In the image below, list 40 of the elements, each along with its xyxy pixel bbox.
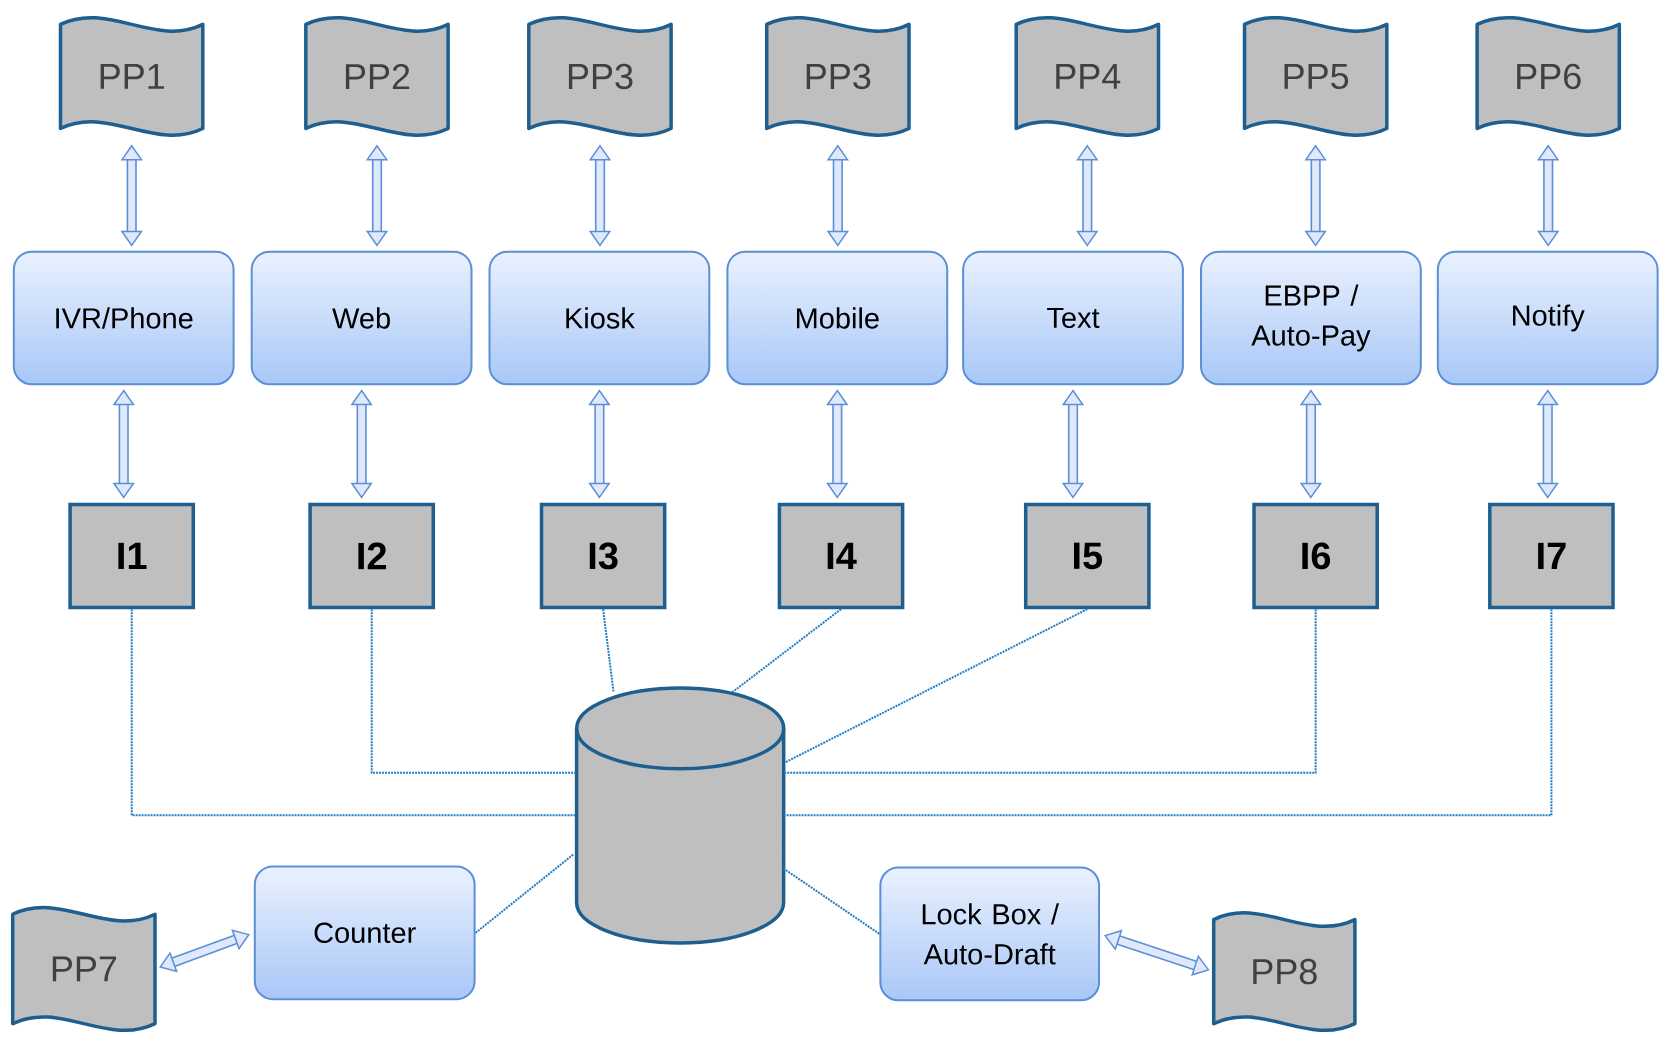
channel-box: IVR/Phone xyxy=(12,250,235,386)
double-arrow xyxy=(1304,144,1327,247)
interface-box: I7 xyxy=(1488,502,1615,610)
dotted-connector xyxy=(370,608,578,774)
double-arrow xyxy=(365,144,389,247)
interface-box: I5 xyxy=(1023,502,1151,610)
dotted-connector xyxy=(474,853,575,934)
channel-box: Notify xyxy=(1436,250,1659,386)
double-arrow xyxy=(112,389,135,499)
dotted-connector xyxy=(784,608,1089,764)
interface-box: I6 xyxy=(1252,502,1379,610)
double-arrow xyxy=(1537,144,1560,247)
dotted-connector xyxy=(130,608,578,817)
dotted-connector xyxy=(602,608,615,694)
dotted-connector xyxy=(782,608,1317,774)
double-arrow xyxy=(826,144,849,247)
double-arrow xyxy=(826,389,849,499)
channel-box: Text xyxy=(962,250,1184,386)
channel-box: Mobile xyxy=(726,250,949,386)
double-arrow xyxy=(1536,389,1559,499)
channel-box: Web xyxy=(250,250,473,386)
double-arrow xyxy=(1299,389,1323,499)
database-cylinder xyxy=(574,686,786,945)
double-arrow xyxy=(120,144,143,247)
channel-box: Counter xyxy=(253,865,476,1001)
double-arrow xyxy=(1076,144,1099,247)
dotted-connector xyxy=(782,608,1553,817)
double-arrow xyxy=(588,389,611,499)
dotted-connector xyxy=(731,608,842,694)
channel-box: Lock Box / Auto-Draft xyxy=(879,866,1101,1002)
interface-box: I1 xyxy=(68,502,196,610)
double-arrow xyxy=(588,144,612,247)
interface-box: I4 xyxy=(777,502,905,610)
interface-box: I3 xyxy=(539,502,667,610)
channel-box: Kiosk xyxy=(488,250,711,386)
double-arrow xyxy=(350,389,373,499)
dotted-connector xyxy=(782,867,881,935)
interface-box: I2 xyxy=(308,502,436,610)
channel-box: EBPP / Auto-Pay xyxy=(1200,250,1422,386)
double-arrow xyxy=(1061,389,1085,499)
